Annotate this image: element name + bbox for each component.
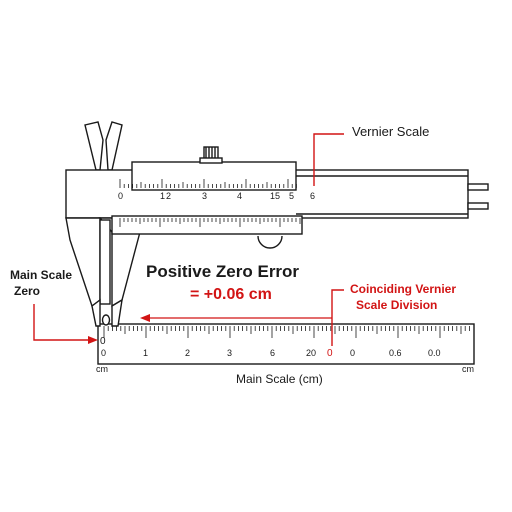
upper-scale-ticks (119, 179, 297, 188)
red-markers: 0 0 (33, 289, 344, 359)
main-scale-zero-label-line2: Zero (14, 284, 41, 298)
main-num-0-0: 0.0 (428, 348, 441, 358)
vernier-scale-label: Vernier Scale (352, 124, 430, 139)
coinciding-label-line1: Coinciding Vernier (350, 282, 457, 296)
main-num-20: 20 (306, 348, 316, 358)
coinciding-label-line2: Scale Division (356, 298, 438, 312)
main-scale-ticks (103, 326, 470, 338)
main-scale-axis-title: Main Scale (cm) (236, 372, 323, 386)
main-scale-ruler (97, 323, 475, 365)
main-num-2: 2 (185, 348, 190, 358)
main-scale-numbers: 0 1 2 3 20 0 6 0.6 0.0 (101, 348, 441, 358)
upper-num-0: 0 (118, 191, 123, 201)
main-num-6: 6 (270, 348, 275, 358)
jaw-tips (91, 298, 123, 327)
main-num-0: 0 (101, 348, 106, 358)
coinciding-mark: 0 (327, 348, 333, 359)
main-num-0-6: 0.6 (389, 348, 402, 358)
upper-num-3: 3 (202, 191, 207, 201)
main-num-3: 3 (227, 348, 232, 358)
zero-error-value: = +0.06 cm (190, 286, 272, 303)
upper-num-5: 5 (289, 191, 294, 201)
diagram-title: Positive Zero Error (146, 262, 300, 281)
main-num-1: 1 (143, 348, 148, 358)
main-scale-zero-label-line1: Main Scale (10, 268, 73, 282)
upper-num-15: 15 (270, 191, 280, 201)
upper-num-2: 2 (166, 191, 171, 201)
upper-num-4: 4 (237, 191, 242, 201)
upper-num-1: 1 (160, 191, 165, 201)
caliper-body (65, 121, 489, 308)
main-zero-mark: 0 (100, 336, 106, 347)
upper-num-6: 6 (310, 191, 315, 201)
vernier-slider (111, 146, 468, 249)
upper-scale-numbers: 0 1 2 3 4 15 5 6 (118, 191, 315, 201)
vernier-scale-ticks (119, 218, 301, 227)
main-num-0b: 0 (350, 348, 355, 358)
unit-right: cm (462, 364, 474, 374)
unit-left: cm (96, 364, 108, 374)
vernier-scale-leader (313, 133, 344, 186)
